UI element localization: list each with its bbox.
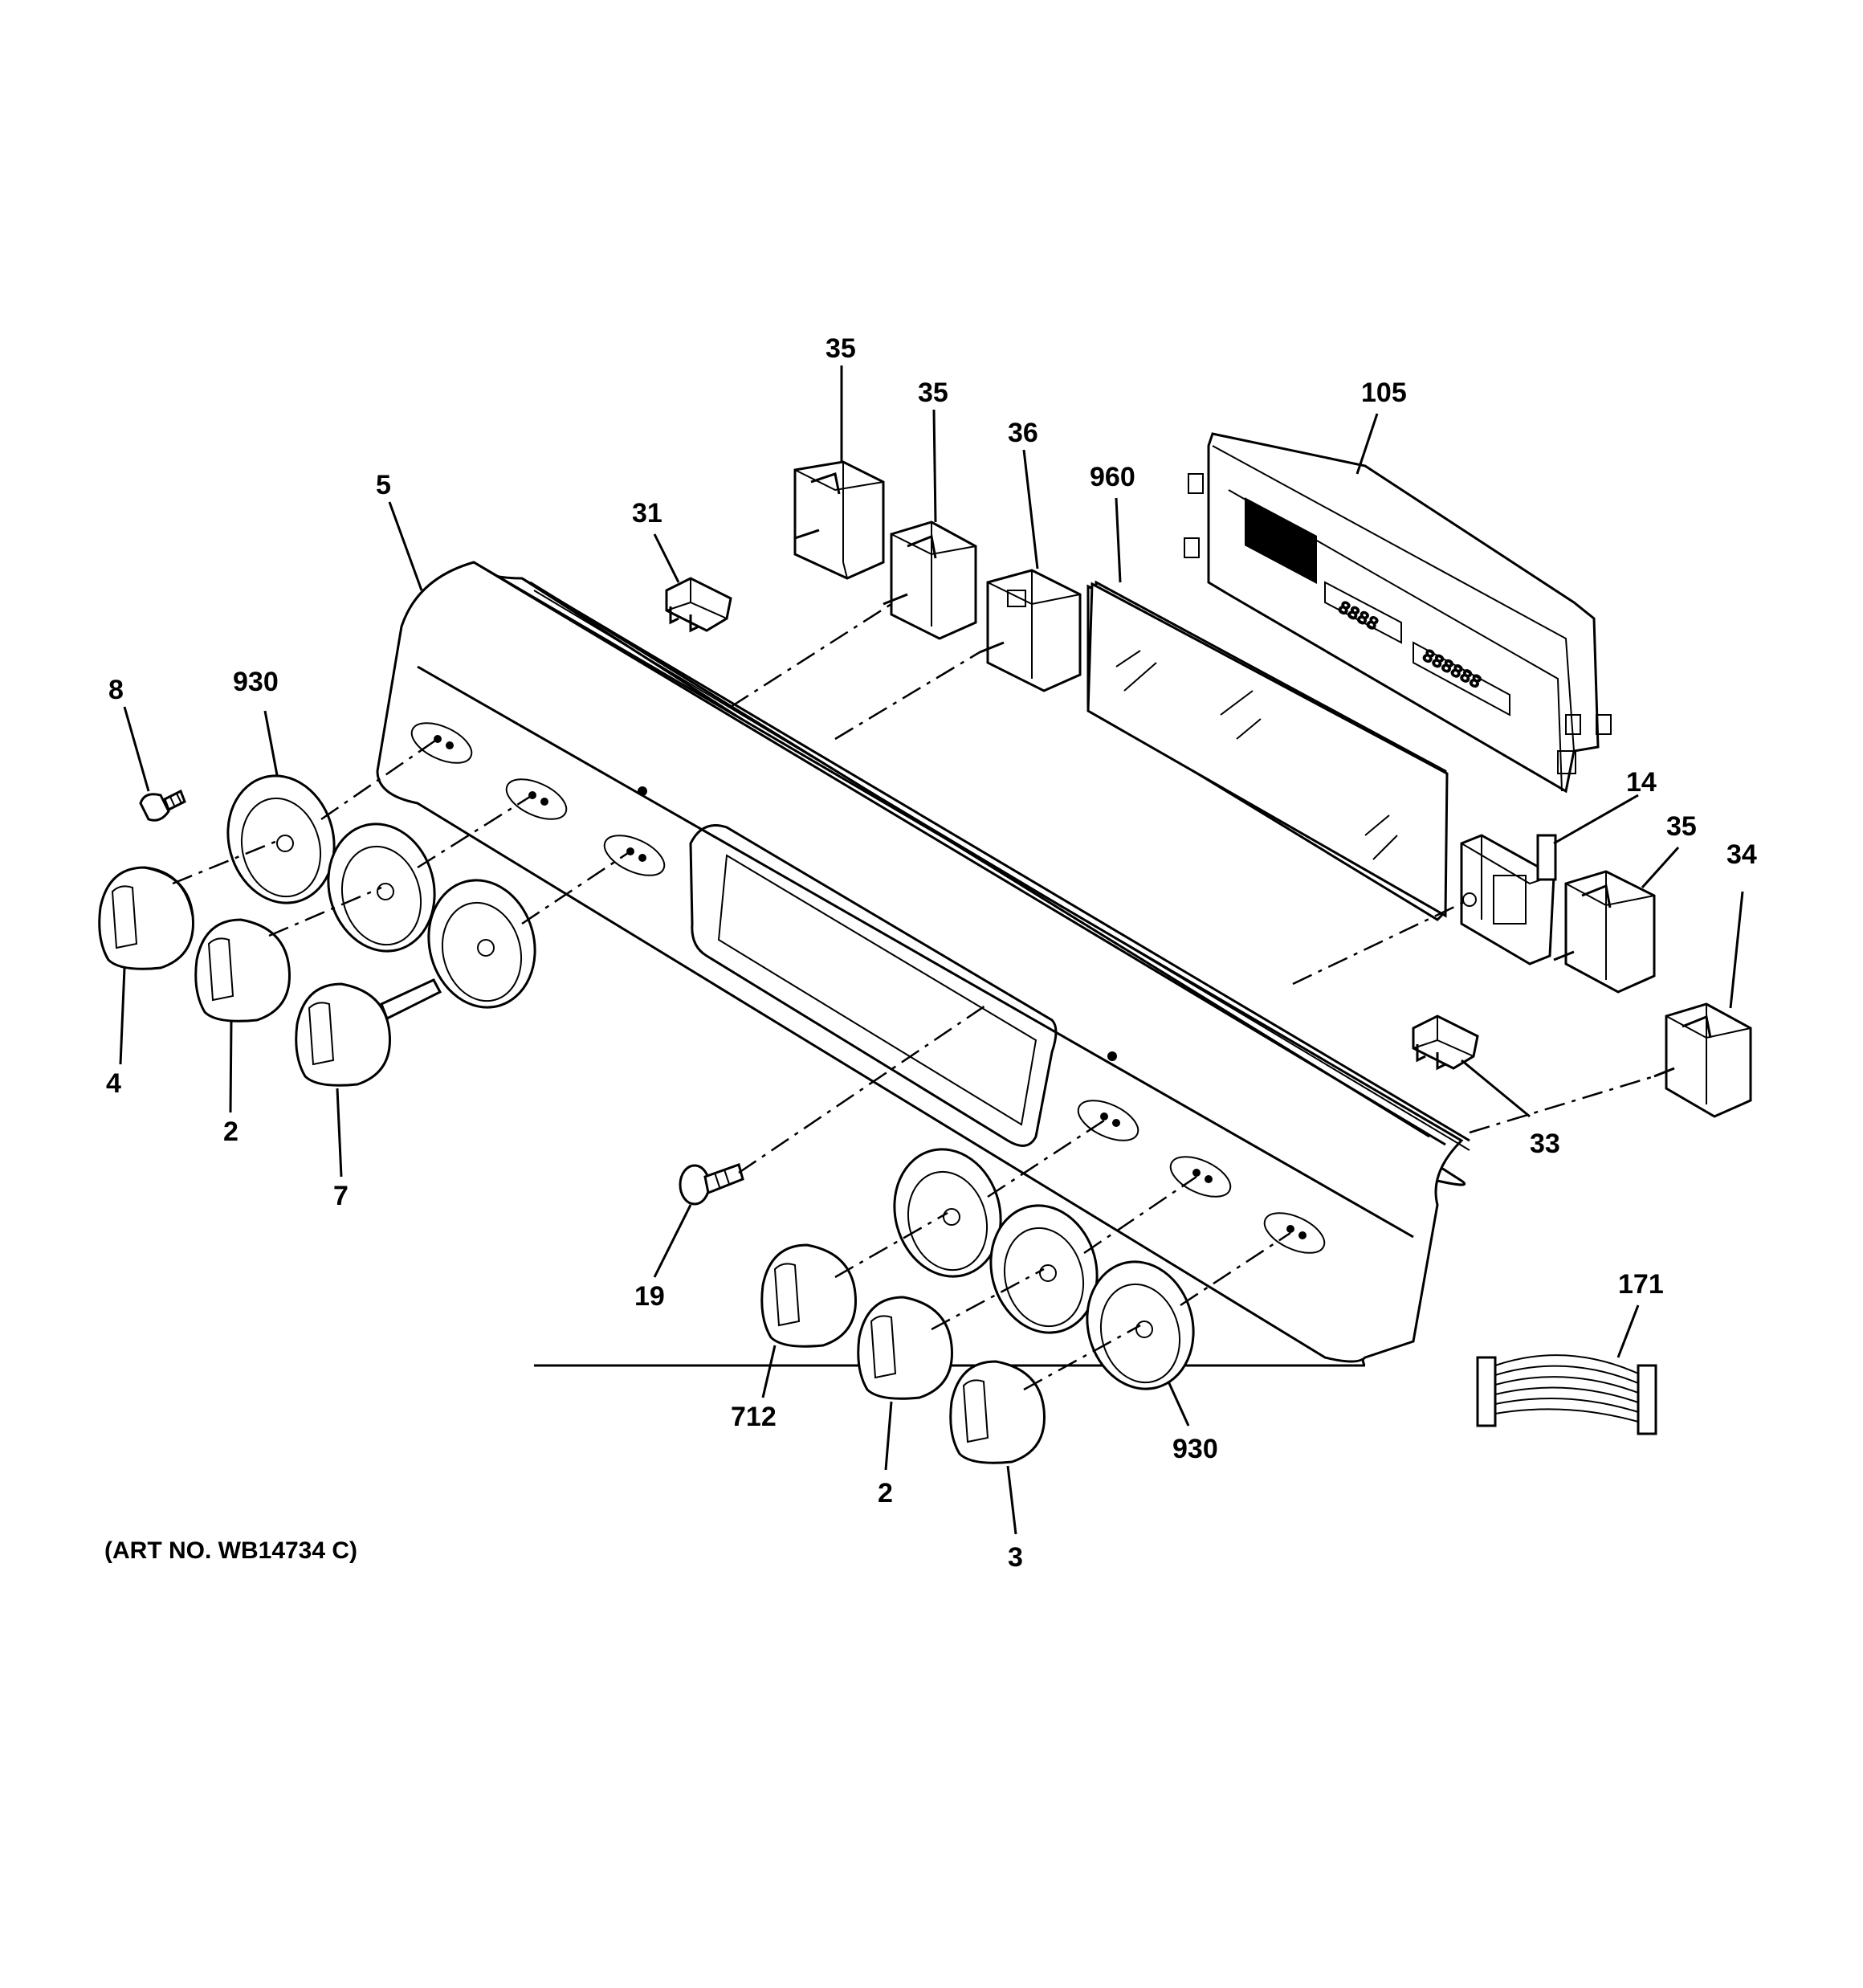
control-panel-backsplash[interactable] (376, 561, 1470, 1367)
callout-19: 19 (634, 1281, 665, 1312)
callout-labels: 35 35 36 960 105 5 31 8 930 4 2 7 14 35 … (106, 333, 1757, 1573)
infinite-switch-35-right[interactable] (1553, 870, 1656, 994)
electronic-control-board-105[interactable]: 8888 888888 (1184, 432, 1612, 794)
knob-bezel-left-1[interactable] (214, 764, 349, 915)
callout-105: 105 (1361, 378, 1407, 408)
callout-35-top-left: 35 (826, 333, 856, 364)
callout-712: 712 (731, 1402, 777, 1432)
wire-harness-171[interactable] (1476, 1354, 1657, 1435)
callout-930-left: 930 (233, 667, 279, 697)
callout-5: 5 (376, 470, 391, 500)
callout-4: 4 (106, 1068, 121, 1099)
callout-960: 960 (1090, 462, 1135, 492)
leader-lines (119, 365, 1744, 1535)
infinite-switch-35-top-left[interactable] (793, 460, 885, 580)
callout-14: 14 (1626, 767, 1657, 798)
assembly-lines (172, 602, 1655, 1391)
callout-2-left: 2 (223, 1116, 238, 1147)
knob-7[interactable] (295, 978, 442, 1087)
screw-8[interactable] (139, 789, 186, 822)
callout-3: 3 (1008, 1542, 1023, 1573)
knob-712[interactable] (760, 1243, 857, 1348)
knob-slots-right (1077, 1051, 1326, 1254)
terminal-block-33[interactable] (1412, 1014, 1479, 1071)
terminal-block-31[interactable] (665, 577, 732, 633)
knob-bezel-left-3[interactable] (415, 868, 549, 1019)
infinite-switch-34[interactable] (1653, 1002, 1752, 1118)
callout-31: 31 (632, 498, 662, 529)
display-window-cutout (689, 824, 1058, 1147)
callout-35-top-right: 35 (918, 378, 948, 408)
display-glass-960[interactable] (1086, 580, 1449, 921)
infinite-switch-36[interactable] (979, 569, 1082, 692)
infinite-switch-35-top-right[interactable] (883, 520, 977, 640)
callout-171: 171 (1618, 1269, 1664, 1300)
callout-7: 7 (333, 1181, 349, 1211)
knob-2-left[interactable] (194, 918, 291, 1023)
callout-34: 34 (1726, 839, 1757, 870)
callout-8: 8 (108, 675, 124, 705)
callout-33: 33 (1530, 1129, 1560, 1159)
knob-3[interactable] (949, 1360, 1046, 1464)
knob-4[interactable] (98, 866, 194, 970)
callout-2-right: 2 (878, 1478, 893, 1508)
callout-36: 36 (1008, 418, 1038, 448)
knob-2-right[interactable] (857, 1296, 953, 1400)
callout-930-right: 930 (1172, 1434, 1218, 1464)
screw-19[interactable] (679, 1163, 744, 1206)
switch-14[interactable] (1460, 834, 1557, 965)
art-number: (ART NO. WB14734 C) (104, 1537, 357, 1564)
callout-35-right: 35 (1666, 811, 1697, 842)
